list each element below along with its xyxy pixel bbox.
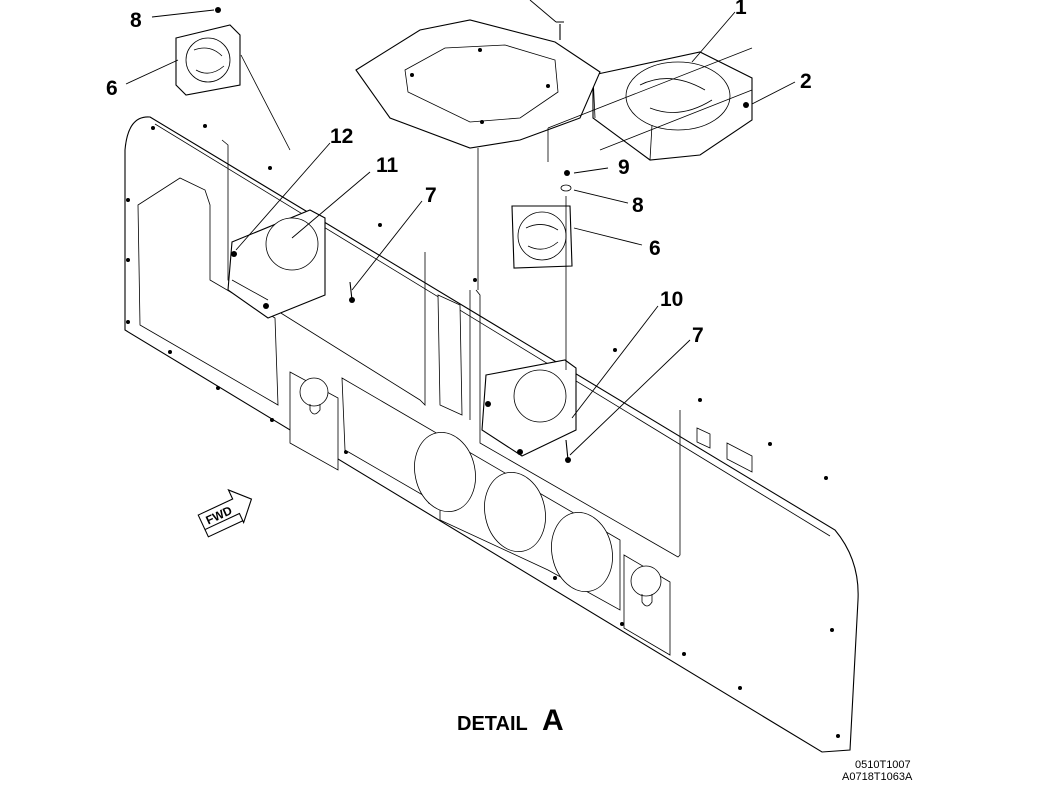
reference-number-2: A0718T1063A (842, 771, 913, 783)
fwd-label: FWD (204, 503, 235, 527)
mount-plate (355, 19, 601, 149)
bracket-left (227, 209, 326, 319)
callout-12: 12 (330, 125, 353, 148)
square-cutout-2 (726, 442, 753, 473)
right-fan-cavity (475, 289, 681, 558)
callout-8-mid: 8 (632, 194, 644, 217)
callout-2: 2 (800, 70, 812, 93)
leader-lines (125, 0, 796, 456)
callout-10: 10 (660, 288, 683, 311)
bolt-top (556, 21, 564, 40)
fan-main (592, 51, 753, 161)
left-fan-cavity (221, 139, 426, 406)
fan-small-mid (511, 170, 573, 269)
callout-9: 9 (618, 156, 630, 179)
panel-screws (126, 124, 840, 738)
instrument-hole-3 (551, 511, 613, 593)
reference-number-1: 0510T1007 (855, 759, 911, 771)
callout-11: 11 (376, 154, 399, 177)
detail-letter: A (542, 704, 564, 737)
left-cutout (137, 177, 279, 406)
square-cutout-1 (696, 427, 711, 449)
instrument-hole-2 (484, 471, 546, 553)
instrument-plate (341, 377, 621, 611)
callout-6-top: 6 (106, 77, 118, 100)
callout-8-top: 8 (130, 9, 142, 32)
panel-slot (437, 294, 463, 416)
callouts: 1 2 8 6 12 11 7 9 8 6 10 7 (106, 0, 812, 347)
screw-left (349, 281, 353, 301)
callout-7-left: 7 (425, 184, 437, 207)
fwd-arrow: FWD (197, 488, 253, 538)
screw-right (565, 439, 569, 461)
detail-word: DETAIL (457, 713, 528, 735)
callout-7-right: 7 (692, 324, 704, 347)
fan-small-top (175, 7, 241, 96)
callout-6-mid: 6 (649, 237, 661, 260)
callout-1: 1 (735, 0, 747, 19)
bracket-right (481, 359, 577, 457)
instrument-hole-1 (414, 431, 476, 513)
